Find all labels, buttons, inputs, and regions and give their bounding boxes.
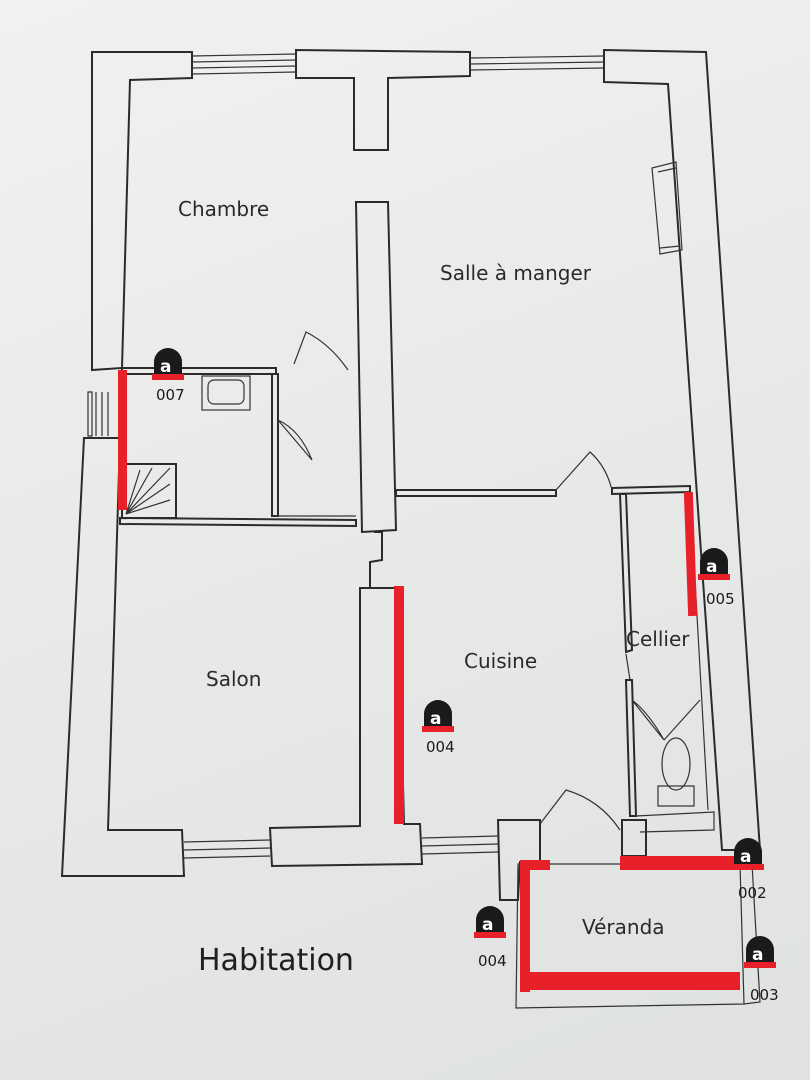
svg-text:007: 007 — [156, 386, 185, 404]
marker-005: a 005 — [698, 548, 735, 608]
highlight-bath-wall — [118, 370, 127, 510]
marker-badge-icon — [700, 548, 728, 574]
svg-text:004: 004 — [426, 738, 455, 756]
svg-text:a: a — [706, 557, 717, 577]
svg-text:002: 002 — [738, 884, 767, 902]
svg-text:a: a — [430, 709, 441, 729]
marker-badge-icon — [476, 906, 504, 932]
highlight-kitchen-wall — [394, 586, 404, 824]
fixtures — [121, 375, 695, 807]
room-label-veranda: Véranda — [582, 915, 665, 939]
marker-004-kitchen: a 004 — [422, 700, 455, 756]
sink-fixture — [201, 375, 251, 411]
room-label-cuisine: Cuisine — [464, 649, 537, 673]
svg-text:a: a — [482, 915, 493, 935]
highlight-veranda-bottom — [524, 972, 740, 990]
highlight-veranda-left — [520, 860, 530, 992]
interior-walls — [119, 161, 715, 833]
outer-walls — [60, 48, 762, 901]
room-label-chambre: Chambre — [178, 197, 269, 221]
svg-text:003: 003 — [750, 986, 779, 1004]
highlight-veranda-corner — [520, 860, 550, 870]
marker-badge-icon — [734, 838, 762, 864]
svg-text:a: a — [160, 357, 171, 377]
room-label-salon: Salon — [206, 667, 261, 691]
room-label-cellier: Cellier — [626, 627, 690, 651]
marker-badge-icon — [154, 348, 182, 374]
marker-007: a 007 — [152, 348, 185, 404]
marker-004-veranda: a 004 — [474, 906, 507, 970]
svg-text:004: 004 — [478, 952, 507, 970]
marker-badge-icon — [424, 700, 452, 726]
highlight-veranda-top — [620, 856, 748, 870]
highlight-cellier-wall — [683, 491, 698, 617]
svg-text:005: 005 — [706, 590, 735, 608]
marker-003: a 003 — [744, 936, 779, 1004]
plan-title: Habitation — [198, 943, 354, 978]
toilet-fixture — [661, 737, 691, 791]
room-label-salle-a-manger: Salle à manger — [440, 261, 592, 285]
svg-text:a: a — [752, 945, 763, 965]
marker-badge-icon — [746, 936, 774, 962]
highlighted-walls — [118, 370, 748, 992]
marker-002: a 002 — [732, 838, 767, 902]
svg-text:a: a — [740, 847, 751, 867]
